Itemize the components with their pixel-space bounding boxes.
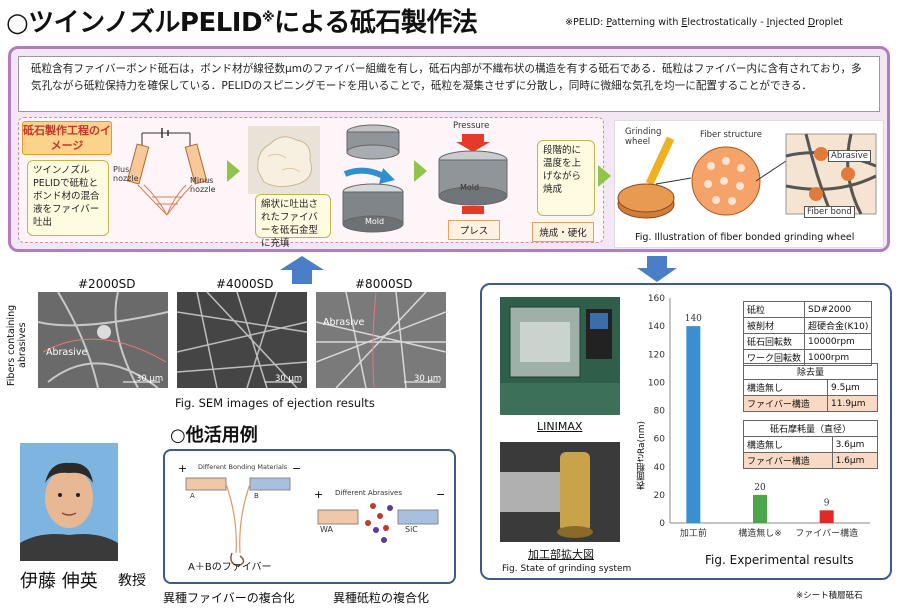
scale-bar-2: 30 μm	[275, 374, 303, 384]
grinding-wheel-illustration	[617, 133, 877, 219]
roughness-chart: 0 20 40 60 80 100 120 140 160 140 加工前 20 構造無し※ 9 ファイバー…	[648, 294, 870, 539]
arrow-up-icon	[280, 256, 324, 270]
press-diagram	[438, 134, 508, 214]
y-tick-label: 100	[648, 378, 665, 388]
grinding-zoom-photo	[500, 442, 620, 542]
zoom-label: 加工部拡大図	[528, 548, 594, 561]
mold-filling-diagram	[342, 124, 404, 233]
step3-bubble: 段階的に温度を上げながら焼成	[537, 140, 595, 216]
bar	[686, 326, 701, 523]
plus-nozzle-label: Plus nozzle	[113, 165, 139, 183]
diff-bonding-label: Different Bonding Materials	[198, 463, 288, 471]
arrow-right-icon	[598, 165, 611, 187]
scale-bar-1: 30 μm	[136, 374, 164, 384]
press-label: プレス	[448, 220, 500, 240]
grinding-wheel-label: Grinding wheel	[625, 127, 662, 147]
intro-text: 砥粒含有ファイバーボンド砥石は，ボンド材が線径数μmのファイバー組織を有し，砥石…	[18, 56, 880, 112]
arrow-up-stem	[292, 270, 312, 284]
y-tick-label: 40	[654, 463, 666, 473]
results-footnote: ※シート積層砥石	[796, 591, 863, 601]
svg-text:+: +	[314, 488, 323, 501]
x-tick-label: 加工前	[680, 527, 707, 539]
svg-text:−: −	[292, 462, 301, 475]
professor-photo	[20, 443, 118, 561]
chart-ylabel: 表面粗さRa(nm)	[637, 420, 647, 490]
fiber-cotton-image	[248, 126, 320, 194]
diff-abrasives-label: Different Abrasives	[335, 489, 402, 497]
mold-label-2: Mold	[460, 183, 480, 192]
sem-side-label: Fibers containing abrasives	[6, 304, 28, 386]
y-tick-label: 120	[648, 350, 665, 360]
linimax-label: LINIMAX	[537, 420, 583, 433]
other-caption-1: 異種ファイバーの複合化	[163, 591, 295, 605]
chart-caption: Fig. Experimental results	[705, 553, 854, 567]
y-tick-label: 80	[654, 407, 666, 417]
y-tick-label: 160	[648, 294, 665, 304]
sem-image-2000	[38, 292, 168, 388]
abrasive-label: Abrasive	[828, 150, 871, 162]
fiber-bond-label: Fiber bond	[804, 206, 855, 218]
bar	[753, 494, 767, 523]
abrasive-tag-1: Abrasive	[46, 347, 88, 358]
wa-label: WA	[320, 525, 333, 534]
sem-caption: Fig. SEM images of ejection results	[175, 396, 375, 410]
arrow-right-icon	[227, 160, 240, 182]
abrasive-tag-2: Abrasive	[323, 317, 365, 328]
arrow-right-icon	[414, 160, 427, 182]
bar-value-label: 9	[824, 498, 830, 508]
bar-value-label: 20	[754, 483, 766, 493]
arrow-down-icon	[637, 268, 677, 282]
professor-name: 伊藤 伸英	[20, 571, 98, 592]
svg-text:+: +	[178, 462, 187, 475]
fiber-structure-label: Fiber structure	[700, 130, 763, 140]
state-caption: Fig. State of grinding system	[502, 564, 632, 574]
sem-label-2000: #2000SD	[78, 277, 136, 291]
y-tick-label: 60	[654, 435, 666, 445]
scale-bar-3: 30 μm	[414, 374, 442, 384]
mold-label: Mold	[365, 217, 385, 226]
y-tick-label: 140	[648, 322, 665, 332]
sem-image-8000	[316, 292, 446, 388]
pelid-footnote: ※PELID: Patterning with Electrostaticall…	[565, 17, 843, 28]
sic-label: SiC	[405, 525, 418, 534]
svg-text:−: −	[436, 488, 445, 501]
other-caption-2: 異種砥粒の複合化	[333, 591, 430, 605]
y-tick-label: 0	[659, 519, 665, 529]
fire-label: 焼成・硬化	[532, 222, 594, 242]
composite-diagram: + − + −	[178, 462, 445, 567]
sem-image-4000	[177, 292, 307, 388]
professor-role: 教授	[118, 573, 146, 589]
twin-nozzle-diagram	[126, 128, 208, 216]
step2-bubble: 綿状に吐出されたファイバーを砥石金型に充填	[255, 194, 331, 249]
sem-label-4000: #4000SD	[216, 277, 274, 291]
page-title: ○ツインノズルPELID※による砥石製作法	[6, 8, 478, 38]
illustration-caption: Fig. Illustration of fiber bonded grindi…	[635, 232, 855, 243]
bar-value-label: 140	[685, 314, 702, 324]
ab-fiber-label: A＋Bのファイバー	[188, 562, 272, 573]
pressure-label: Pressure	[453, 121, 490, 131]
step1-bubble: ツインノズルPELIDで砥粒とボンド材の混合液をファイバー吐出	[27, 160, 109, 236]
y-tick-label: 20	[654, 491, 666, 501]
x-tick-label: 構造無し※	[738, 527, 782, 539]
minus-nozzle-label: Minus nozzle	[190, 176, 216, 194]
arrow-down-stem	[647, 256, 667, 268]
bar	[819, 510, 834, 523]
a-label: A	[190, 492, 195, 500]
x-tick-label: ファイバー構造	[795, 527, 858, 539]
linimax-machine-photo	[500, 297, 620, 415]
sem-label-8000: #8000SD	[355, 277, 413, 291]
b-label: B	[254, 492, 259, 500]
other-uses-title: ○他活用例	[170, 425, 258, 446]
process-tag: 砥石製作工程のイメージ	[22, 121, 112, 155]
